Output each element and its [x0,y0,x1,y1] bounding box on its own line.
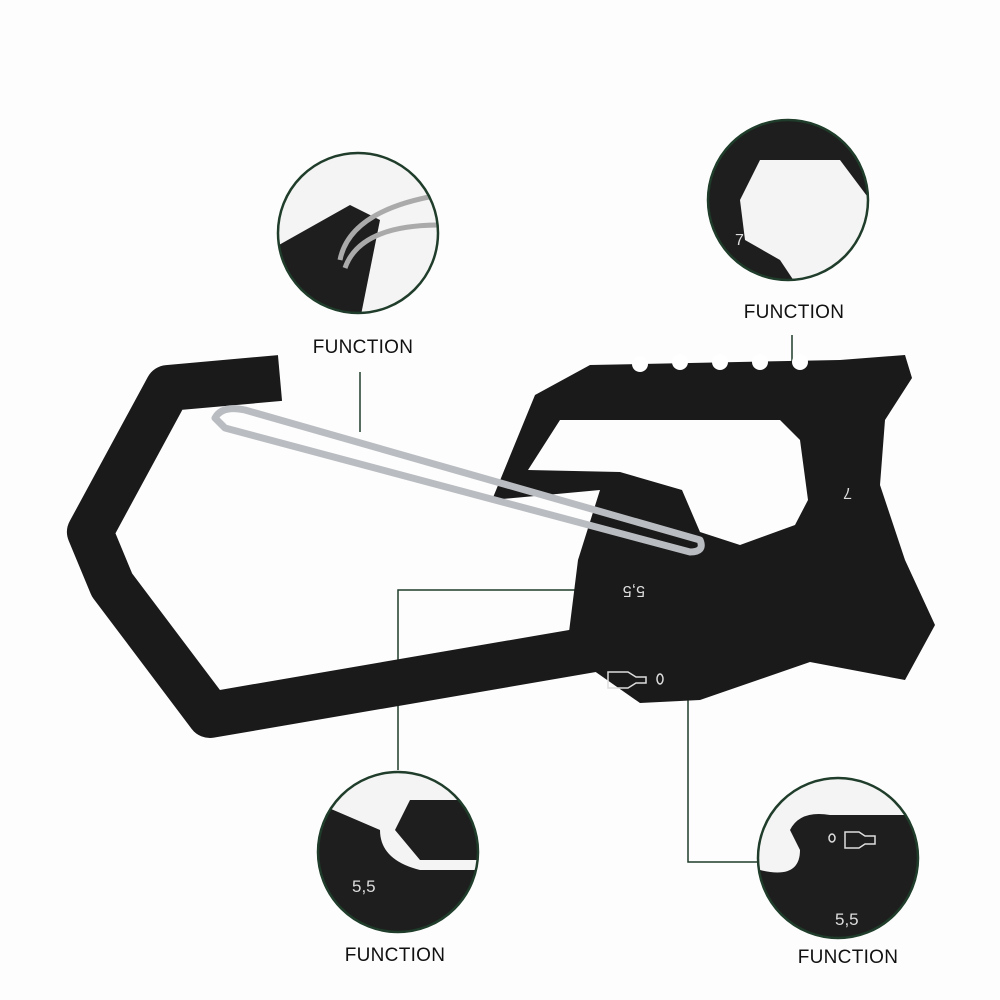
carabiner-loop [67,355,604,738]
leader-line-bottom-left [397,589,592,770]
carabiner-hole [528,420,808,545]
wire-gate[interactable] [211,405,705,556]
callout-wrench-5-5-detail: 5,5 [316,770,480,934]
grip-teeth [632,354,808,372]
callout-label-top-left: FUNCTION [312,337,414,358]
callout-bottle-opener-detail: 5,5 [756,776,920,940]
svg-text:5,5: 5,5 [835,910,859,929]
callout-label-top-right: FUNCTION [743,302,845,323]
bottle-opener-icon [607,671,664,689]
engraving-5-5: 5,5 [623,582,645,599]
svg-text:7: 7 [735,232,744,249]
callout-wrench-7-detail: 7 [706,118,870,282]
engraving-7: 7 [843,484,852,501]
svg-text:5,5: 5,5 [352,877,376,896]
callout-label-bottom-left: FUNCTION [344,945,446,966]
leader-line-bottom-right [687,690,757,863]
callout-label-bottom-right: FUNCTION [797,947,899,968]
callout-gate-detail [276,151,440,315]
